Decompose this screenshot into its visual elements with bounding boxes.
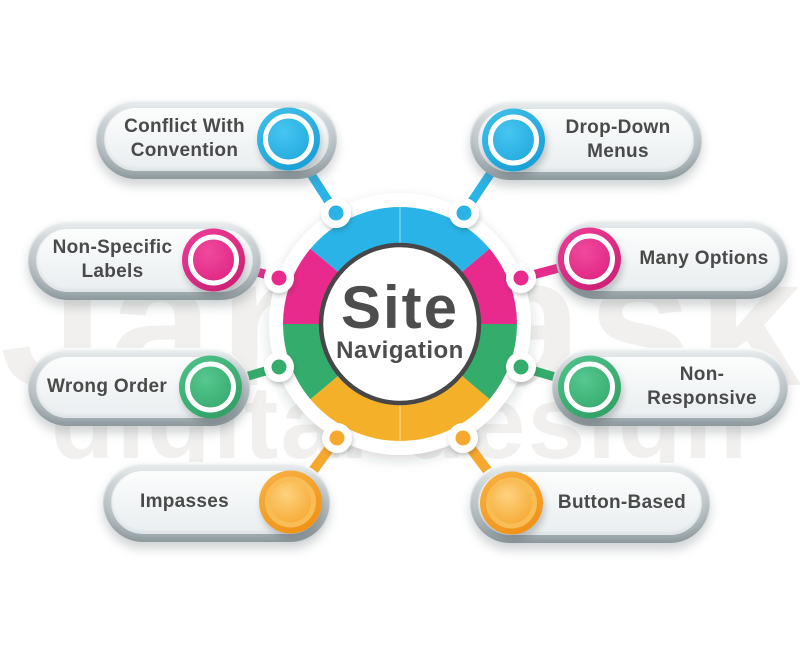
many-options-badge-icon <box>558 227 621 291</box>
non-responsive-badge-icon <box>558 355 621 419</box>
pill-impasses: Impasses <box>103 462 330 542</box>
pill-label: Button-Based <box>548 463 696 543</box>
pill-label-line: Button-Based <box>557 492 687 513</box>
wheel-segment-green-right <box>460 324 517 400</box>
pill-label: Many Options <box>634 219 774 299</box>
pill-label-line: Many Options <box>639 248 769 269</box>
node-dot-blue <box>328 205 344 221</box>
node-dot-pink <box>271 270 287 286</box>
wheel-segment-pink-left <box>283 248 340 324</box>
node-dot-green <box>513 359 529 375</box>
pill-label-line: Non-Responsive <box>647 364 757 409</box>
pill-button-based: Button-Based <box>470 463 710 543</box>
wheel-hub <box>318 242 482 406</box>
drop-down-menus-badge-icon <box>482 108 545 172</box>
pill-label-line: Impasses <box>139 491 229 512</box>
badge-core <box>488 114 539 166</box>
node-dot-blue <box>456 205 472 221</box>
pill-non-specific-labels: Non-Specific Labels <box>28 220 261 300</box>
pill-label: Wrong Order <box>42 348 172 426</box>
badge-core <box>564 361 615 413</box>
pill-non-responsive: Non-Responsive <box>552 348 788 426</box>
pill-conflict-with-convention: Conflict With Convention <box>96 99 337 179</box>
badge-core <box>564 233 615 285</box>
pill-many-options: Many Options <box>556 219 788 299</box>
pill-label-line: Non-Specific <box>52 237 173 258</box>
pill-label: Impasses <box>117 462 252 542</box>
pill-label: Conflict With Convention <box>110 99 259 179</box>
pill-label-line: Labels <box>81 261 144 282</box>
node-dot-orange <box>455 430 471 446</box>
conflict-with-convention-badge-icon <box>257 107 320 171</box>
badge-core <box>263 113 314 165</box>
non-specific-labels-badge-icon <box>182 228 245 292</box>
pill-label: Non-Specific Labels <box>42 220 183 300</box>
impasses-badge-icon <box>259 470 322 534</box>
badge-core <box>265 476 316 528</box>
badge-core <box>188 234 239 286</box>
center-title: Site <box>340 274 460 341</box>
node-dot-pink <box>513 270 529 286</box>
center-subtitle: Navigation <box>336 337 464 364</box>
badge-core <box>185 361 236 413</box>
pill-label-line: Drop-Down <box>565 117 671 138</box>
pill-label-line: Wrong Order <box>46 376 168 397</box>
wheel-segment-pink-right <box>460 248 517 324</box>
badge-core <box>486 477 537 529</box>
pill-label-line: Menus <box>587 141 649 162</box>
pill-label-line: Conflict With <box>124 116 245 137</box>
wrong-order-badge-icon <box>179 355 242 419</box>
pill-label-line: Convention <box>130 140 239 161</box>
button-based-badge-icon <box>480 471 543 535</box>
node-dot-green <box>271 359 287 375</box>
pill-wrong-order: Wrong Order <box>28 348 250 426</box>
wheel-segment-green-left <box>282 324 340 400</box>
pill-label: Drop-Down Menus <box>548 100 688 180</box>
pill-drop-down-menus: Drop-Down Menus <box>470 100 702 180</box>
pill-label: Non-Responsive <box>630 348 774 426</box>
node-dot-orange <box>329 430 345 446</box>
center-label: Site Navigation <box>336 274 464 365</box>
